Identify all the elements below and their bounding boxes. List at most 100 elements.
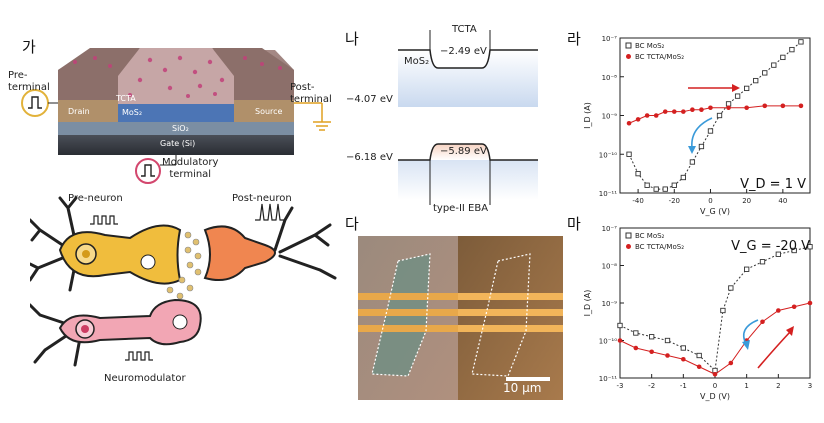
data-point (635, 170, 641, 177)
x-tick-label: 1 (744, 382, 748, 390)
data-point (807, 300, 813, 306)
neuromodulator-body (58, 298, 202, 346)
data-point (696, 364, 702, 370)
data-point (744, 266, 750, 272)
gate-layer (58, 135, 294, 155)
electrode-stripes (358, 293, 563, 332)
data-point (771, 62, 777, 68)
post-spike-train-icon (255, 203, 285, 221)
legend-marker (625, 232, 632, 239)
pre-terminal-label-1: Pre- (8, 70, 28, 81)
panel-label-ra: 라 (567, 30, 581, 48)
data-point (720, 307, 726, 314)
legend-label: BC MoS₂ (635, 232, 665, 240)
y-tick-label: 10⁻⁹ (602, 300, 618, 308)
band-diagram (398, 30, 538, 205)
data-point (633, 345, 639, 351)
legend-label: BC TCTA/MoS₂ (635, 53, 684, 61)
data-point (671, 109, 677, 114)
source-label: Source (255, 107, 283, 116)
data-point (776, 308, 781, 313)
data-point (664, 337, 671, 344)
data-point (807, 244, 813, 250)
neuron-diagram (30, 196, 337, 367)
data-point (653, 186, 659, 192)
scale-bar-label: 10 μm (503, 381, 542, 395)
data-point (775, 251, 781, 257)
legend-marker (626, 54, 631, 59)
band-cb-value: −4.07 eV (346, 94, 393, 105)
sweep-arrow-head-icon (742, 340, 750, 350)
sio2-layer (58, 122, 294, 135)
mos2-label: MoS₂ (122, 108, 143, 117)
data-point (617, 322, 623, 329)
device-schematic (21, 48, 331, 184)
data-point (649, 349, 654, 355)
data-point (626, 120, 632, 126)
data-point (760, 319, 765, 325)
data-point (680, 174, 686, 181)
chart-annotation: V_G = -20 V (731, 239, 810, 254)
optical-micrograph (358, 236, 563, 400)
data-point (633, 330, 639, 336)
data-point (696, 352, 702, 359)
x-tick-label: -3 (617, 382, 624, 390)
band-mos2-label: MoS₂ (404, 56, 430, 67)
data-point (707, 128, 714, 134)
data-point (753, 77, 759, 84)
data-point (665, 353, 670, 358)
post-neuron-body (203, 225, 276, 281)
data-point (708, 105, 713, 111)
sweep-arrow-head-icon (732, 84, 740, 92)
band-caption: type-II EBA (433, 203, 489, 214)
x-tick-label: 2 (776, 382, 780, 390)
mos2-layer (118, 104, 234, 122)
y-tick-label: 10⁻⁷ (602, 225, 618, 233)
x-tick-label: 0 (713, 382, 717, 390)
x-tick-label: 0 (708, 197, 712, 205)
data-point (635, 117, 641, 122)
data-point (617, 338, 623, 343)
data-point (649, 334, 655, 340)
data-point (744, 105, 749, 111)
data-point (762, 103, 768, 109)
data-point (712, 371, 718, 377)
y-axis-label: I_D (A) (583, 290, 592, 317)
x-tick-label: -2 (648, 382, 655, 390)
data-point (734, 93, 741, 99)
y-tick-label: 10⁻⁸ (602, 263, 618, 271)
y-axis-label: I_D (A) (583, 102, 592, 129)
y-tick-label: 10⁻¹⁰ (599, 151, 617, 159)
data-point (780, 54, 786, 61)
data-point (759, 259, 766, 265)
data-point (791, 247, 797, 254)
legend-label: BC MoS₂ (635, 42, 665, 50)
data-point (762, 70, 768, 76)
drain-label: Drain (68, 107, 90, 116)
data-point (728, 360, 734, 366)
legend-marker (625, 42, 632, 49)
data-point (798, 103, 804, 109)
data-point (671, 182, 677, 188)
data-point (728, 285, 734, 291)
band-tcta-label: TCTA (452, 24, 477, 35)
post-neuron-label: Post-neuron (232, 193, 292, 204)
gate-label: Gate (Si) (160, 139, 196, 148)
x-tick-label: 40 (778, 197, 787, 205)
neuromodulator-label: Neuromodulator (104, 373, 186, 384)
post-terminal-label-1: Post- (290, 82, 315, 93)
x-tick-label: 20 (742, 197, 751, 205)
pre-neuron-label: Pre-neuron (68, 193, 123, 204)
data-point (699, 107, 704, 112)
chart-annotation: V_D = 1 V (740, 177, 806, 192)
y-tick-label: 10⁻⁷ (602, 35, 618, 43)
legend-label: BC TCTA/MoS₂ (635, 243, 684, 251)
data-point (680, 345, 686, 351)
y-tick-label: 10⁻¹⁰ (599, 338, 617, 346)
data-point (798, 39, 804, 45)
sweep-arrow-icon (691, 117, 713, 149)
x-tick-label: -20 (669, 197, 680, 205)
sweep-arrow-head-icon (688, 146, 696, 154)
